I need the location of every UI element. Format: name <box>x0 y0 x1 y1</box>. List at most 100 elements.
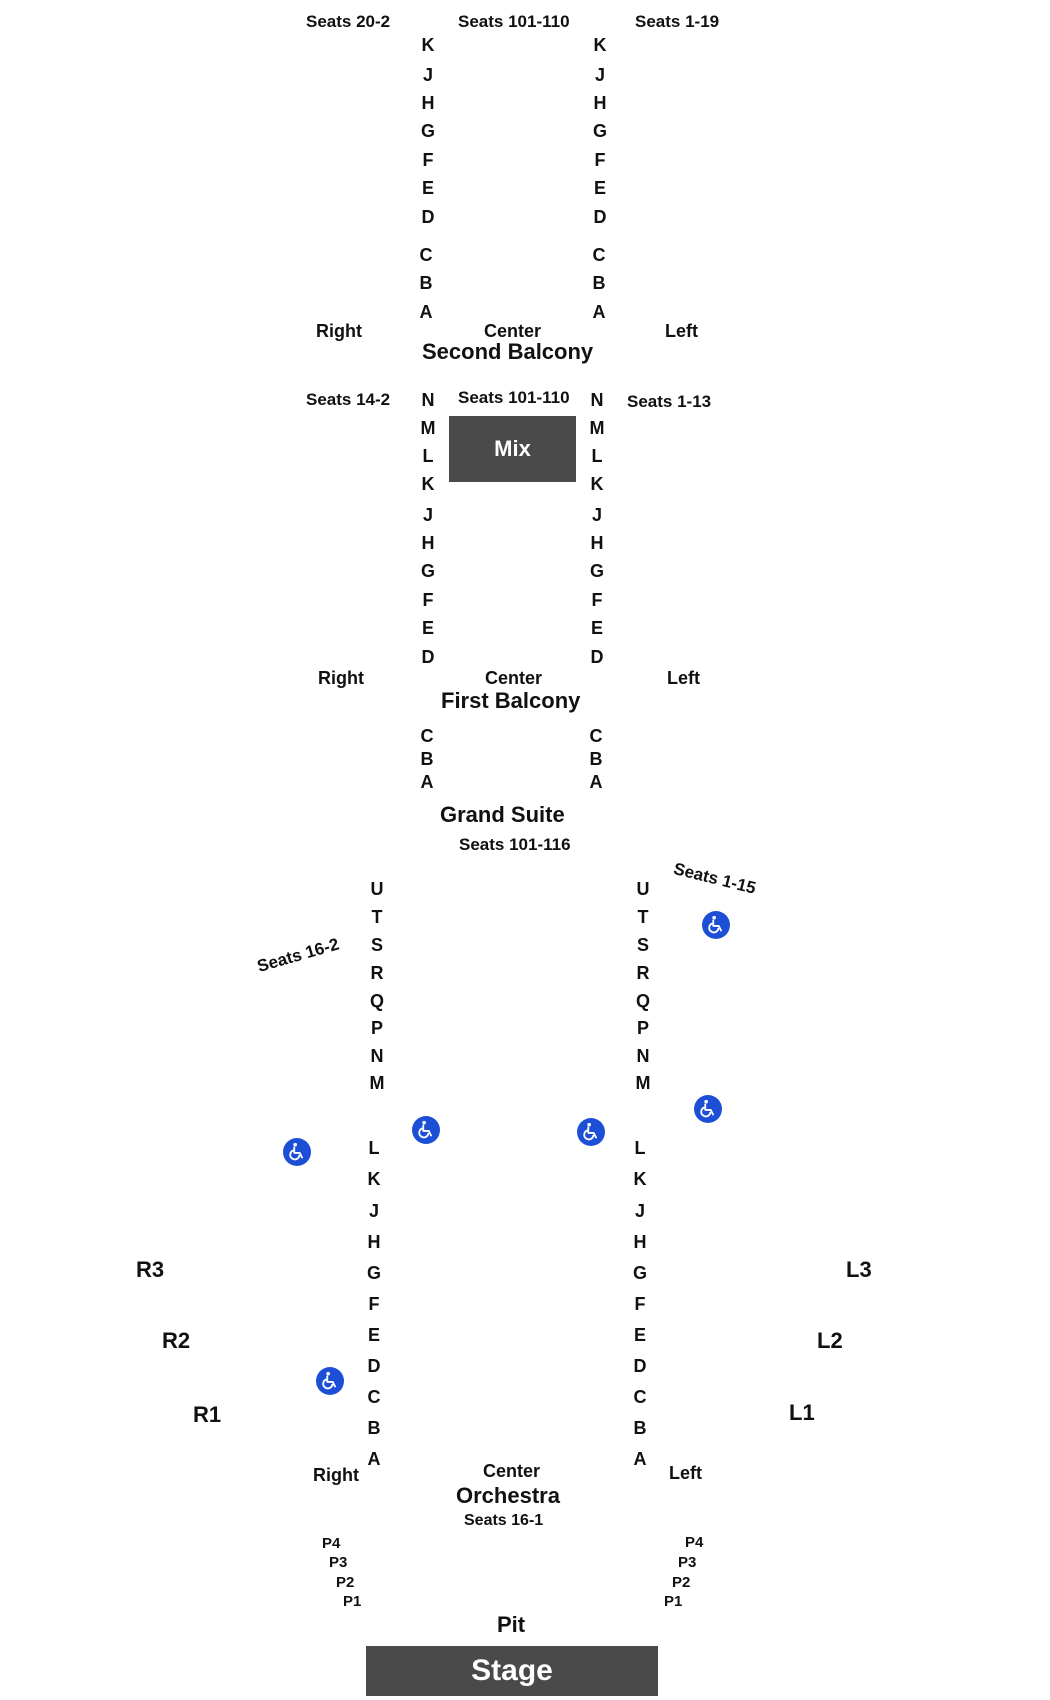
grand-suite-seats: Seats 101-116 <box>459 835 571 854</box>
pit-row-left-P3: P3 <box>678 1554 697 1571</box>
orchestra-row-right-G: G <box>366 1263 381 1283</box>
first-balcony-row-right-E: E <box>421 618 434 638</box>
box-L3: L3 <box>846 1257 872 1282</box>
second-balcony-center-label: Center <box>484 321 542 341</box>
second-balcony-title: Second Balcony <box>422 339 594 364</box>
first-balcony-row-right-H: H <box>421 533 435 553</box>
orchestra-row-right-D: D <box>367 1356 381 1376</box>
second-balcony-left-label: Left <box>665 321 698 341</box>
orchestra-row-left-C: C <box>633 1387 647 1407</box>
pit-label: Pit <box>497 1612 526 1637</box>
orchestra-row-left-B: B <box>633 1418 647 1438</box>
mix-label: Mix <box>494 436 531 461</box>
orchestra-row-right-P: P <box>370 1018 383 1038</box>
orchestra-row-left-L: L <box>634 1138 646 1158</box>
first-balcony-row-right-C: C <box>420 726 434 746</box>
box-L2: L2 <box>817 1328 843 1353</box>
second-balcony-row-right-J: J <box>422 65 433 85</box>
orchestra-row-right-Q: Q <box>369 991 384 1011</box>
second-balcony-row-left-K: K <box>593 35 607 55</box>
grand-suite-title: Grand Suite <box>440 802 565 827</box>
orchestra-row-right-T: T <box>371 907 383 927</box>
first-balcony-title: First Balcony <box>441 688 581 713</box>
second-balcony-row-right-A: A <box>419 302 433 322</box>
orchestra-right-label: Right <box>313 1465 359 1485</box>
wheelchair-icon <box>412 1116 440 1144</box>
wheelchair-icon <box>694 1095 722 1123</box>
orchestra-row-right-M: M <box>369 1073 385 1093</box>
orchestra-row-left-D: D <box>633 1356 647 1376</box>
box-R2: R2 <box>162 1328 191 1353</box>
orchestra-row-left-U: U <box>636 879 650 899</box>
first-balcony-left-label: Left <box>667 668 700 688</box>
first-balcony-row-left-E: E <box>590 618 603 638</box>
orchestra-row-right-N: N <box>370 1046 384 1066</box>
box-R1: R1 <box>193 1402 222 1427</box>
stage-label: Stage <box>471 1654 553 1687</box>
orchestra-row-left-M: M <box>635 1073 651 1093</box>
second-balcony-row-right-F: F <box>422 150 434 170</box>
orchestra-row-right-K: K <box>367 1169 381 1189</box>
first-balcony-row-left-F: F <box>591 590 603 610</box>
first-balcony-row-left-M: M <box>589 418 605 438</box>
pit-row-left-P4: P4 <box>685 1534 704 1551</box>
wheelchair-icon <box>316 1367 344 1395</box>
first-balcony-row-left-H: H <box>590 533 604 553</box>
second-balcony-row-right-E: E <box>421 178 434 198</box>
orchestra-row-right-L: L <box>368 1138 380 1158</box>
pit-row-right-P3: P3 <box>329 1554 348 1571</box>
second-balcony-row-left-B: B <box>592 273 606 293</box>
pit-row-right-P4: P4 <box>322 1535 341 1552</box>
orchestra-row-left-P: P <box>636 1018 649 1038</box>
orchestra-row-left-F: F <box>634 1294 646 1314</box>
orchestra-center-seats: Seats 16-1 <box>464 1512 544 1529</box>
first-balcony-row-right-G: G <box>420 561 435 581</box>
first-balcony-row-left-G: G <box>589 561 604 581</box>
orchestra-row-left-A: A <box>633 1449 647 1469</box>
box-R3: R3 <box>136 1257 165 1282</box>
first-balcony-row-right-N: N <box>421 390 435 410</box>
pit-row-left-P2: P2 <box>672 1574 691 1591</box>
orchestra-row-left-G: G <box>632 1263 647 1283</box>
second-balcony-row-left-H: H <box>593 93 607 113</box>
first-balcony-row-left-K: K <box>590 474 604 494</box>
second-balcony-row-right-B: B <box>419 273 433 293</box>
orchestra-row-right-J: J <box>368 1201 379 1221</box>
second-balcony-row-left-J: J <box>594 65 605 85</box>
mix-booth: Mix <box>449 416 576 482</box>
second-balcony-row-left-G: G <box>592 121 607 141</box>
orchestra-row-right-E: E <box>367 1325 380 1345</box>
orchestra-row-left-S: S <box>636 935 649 955</box>
first-balcony-row-left-N: N <box>590 390 604 410</box>
second-balcony-row-right-H: H <box>421 93 435 113</box>
orchestra-seats-left: Seats 1-15 <box>671 859 758 898</box>
second-balcony-seats-left: Seats 1-19 <box>635 12 720 31</box>
second-balcony-row-left-A: A <box>592 302 606 322</box>
second-balcony-row-left-D: D <box>593 207 607 227</box>
second-balcony-right-label: Right <box>316 321 362 341</box>
orchestra-row-right-R: R <box>370 963 384 983</box>
second-balcony-row-right-K: K <box>421 35 435 55</box>
orchestra-row-left-R: R <box>636 963 650 983</box>
first-balcony-row-left-L: L <box>591 446 603 466</box>
orchestra-row-left-H: H <box>633 1232 647 1252</box>
orchestra-center-label: Center <box>483 1461 541 1481</box>
first-balcony-row-left-A: A <box>589 772 603 792</box>
orchestra-row-right-A: A <box>367 1449 381 1469</box>
wheelchair-icon <box>577 1118 605 1146</box>
first-balcony-row-right-K: K <box>421 474 435 494</box>
orchestra-row-left-T: T <box>637 907 649 927</box>
orchestra-row-left-J: J <box>634 1201 645 1221</box>
second-balcony-row-left-F: F <box>594 150 606 170</box>
first-balcony-right-label: Right <box>318 668 364 688</box>
first-balcony-row-right-J: J <box>422 505 433 525</box>
orchestra-row-left-E: E <box>633 1325 646 1345</box>
orchestra-row-left-Q: Q <box>635 991 650 1011</box>
first-balcony-row-right-D: D <box>421 647 435 667</box>
first-balcony-row-left-D: D <box>590 647 604 667</box>
orchestra-row-left-K: K <box>633 1169 647 1189</box>
pit-row-right-P1: P1 <box>343 1593 362 1610</box>
orchestra-row-right-S: S <box>370 935 383 955</box>
second-balcony-row-left-C: C <box>592 245 606 265</box>
second-balcony-row-right-D: D <box>421 207 435 227</box>
